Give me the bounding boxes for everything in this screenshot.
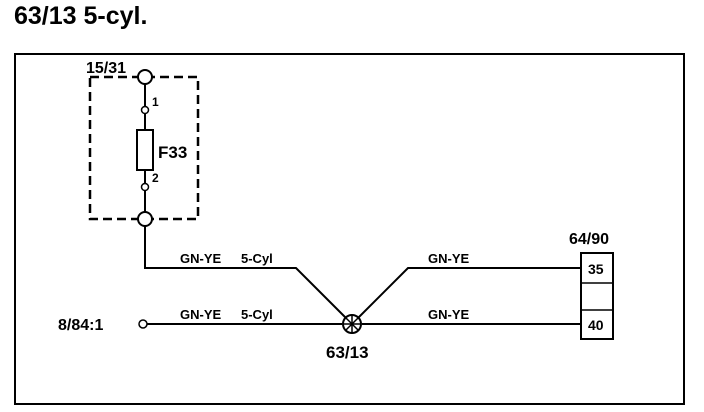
page-title: 63/13 5-cyl. <box>14 2 148 30</box>
wire-upper-left-color: GN-YE <box>180 251 222 266</box>
wire-upper-left-tag: 5-Cyl <box>241 251 273 266</box>
wire-lower-left-color: GN-YE <box>180 307 222 322</box>
wire-upper-right <box>351 267 581 325</box>
terminal-8-84-1 <box>138 319 148 329</box>
splice-63-13-icon <box>342 314 362 334</box>
splice-63-13-label: 63/13 <box>326 343 369 362</box>
pin-1-dot <box>140 105 150 115</box>
fuse-f33-label: F33 <box>158 143 187 162</box>
terminal-8-84-1-label: 8/84:1 <box>58 317 103 334</box>
diagram-frame <box>14 53 685 405</box>
fuse-symbol <box>136 129 154 171</box>
terminal-top <box>137 69 153 85</box>
pin-1-label: 1 <box>152 95 159 109</box>
fuse-block-outline <box>88 75 200 221</box>
wire-lower-right-color: GN-YE <box>428 307 470 322</box>
pin-2-dot <box>140 182 150 192</box>
wire-lower-left-tag: 5-Cyl <box>241 307 273 322</box>
connector-pin-35-label: 35 <box>588 261 604 277</box>
connector-64-90-body <box>580 252 614 340</box>
connector-64-90-label: 64/90 <box>569 231 609 248</box>
connector-15-31-label: 15/31 <box>86 60 126 77</box>
terminal-bottom <box>137 211 153 227</box>
wire-upper-right-color: GN-YE <box>428 251 470 266</box>
wire-upper-left <box>144 226 353 325</box>
connector-pin-40-label: 40 <box>588 317 604 333</box>
pin-2-label: 2 <box>152 171 159 185</box>
